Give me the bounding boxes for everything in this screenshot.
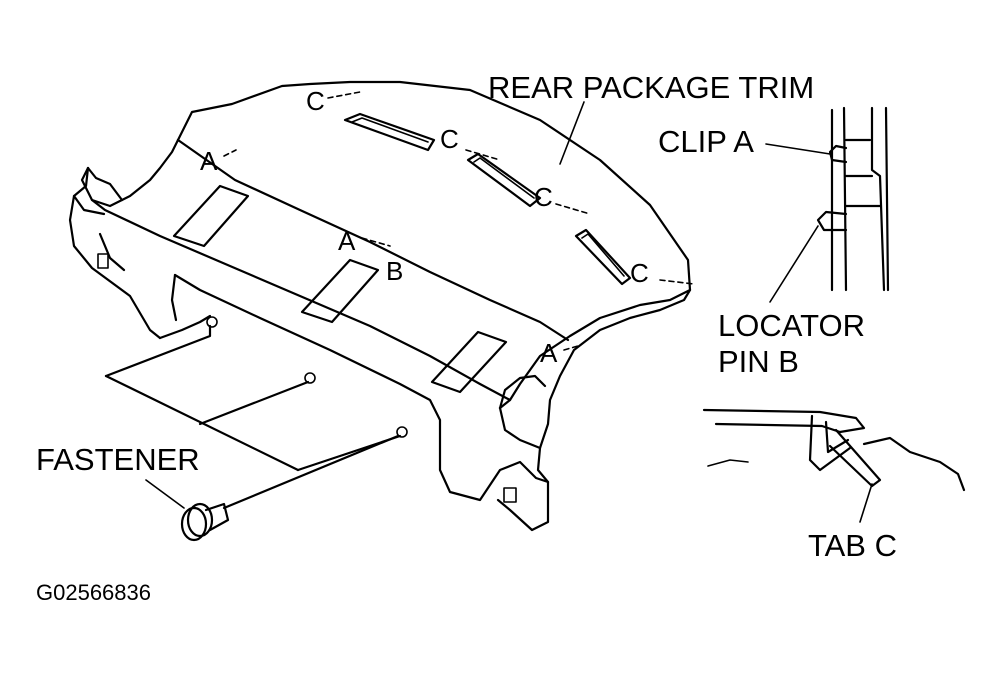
marker-c-1: C	[306, 86, 325, 116]
marker-c-2: C	[440, 124, 459, 154]
package-tray-drawing	[68, 80, 695, 532]
rear-package-trim-label: REAR PACKAGE TRIM	[488, 70, 814, 105]
marker-a-1: A	[200, 146, 218, 176]
tab-detail-drawing	[702, 408, 966, 523]
rear-package-trim-leader	[559, 101, 585, 165]
clip-detail-drawing	[765, 106, 890, 303]
locator-pin-label-line2: PIN B	[718, 344, 799, 379]
tab-c-label: TAB C	[808, 528, 897, 563]
locator-pin-label-line1: LOCATOR	[718, 308, 865, 343]
marker-a-3: A	[540, 338, 558, 368]
fastener-icon	[180, 502, 230, 542]
fastener-exploded-view	[104, 316, 408, 542]
clip-a-label: CLIP A	[658, 124, 754, 159]
marker-b: B	[386, 256, 403, 286]
marker-c-3: C	[534, 182, 553, 212]
fastener-label: FASTENER	[36, 442, 200, 477]
marker-a-2: A	[338, 226, 356, 256]
marker-c-4: C	[630, 258, 649, 288]
callout-markers: C C C C A A B A	[200, 86, 649, 368]
figure-code: G02566836	[36, 580, 151, 605]
